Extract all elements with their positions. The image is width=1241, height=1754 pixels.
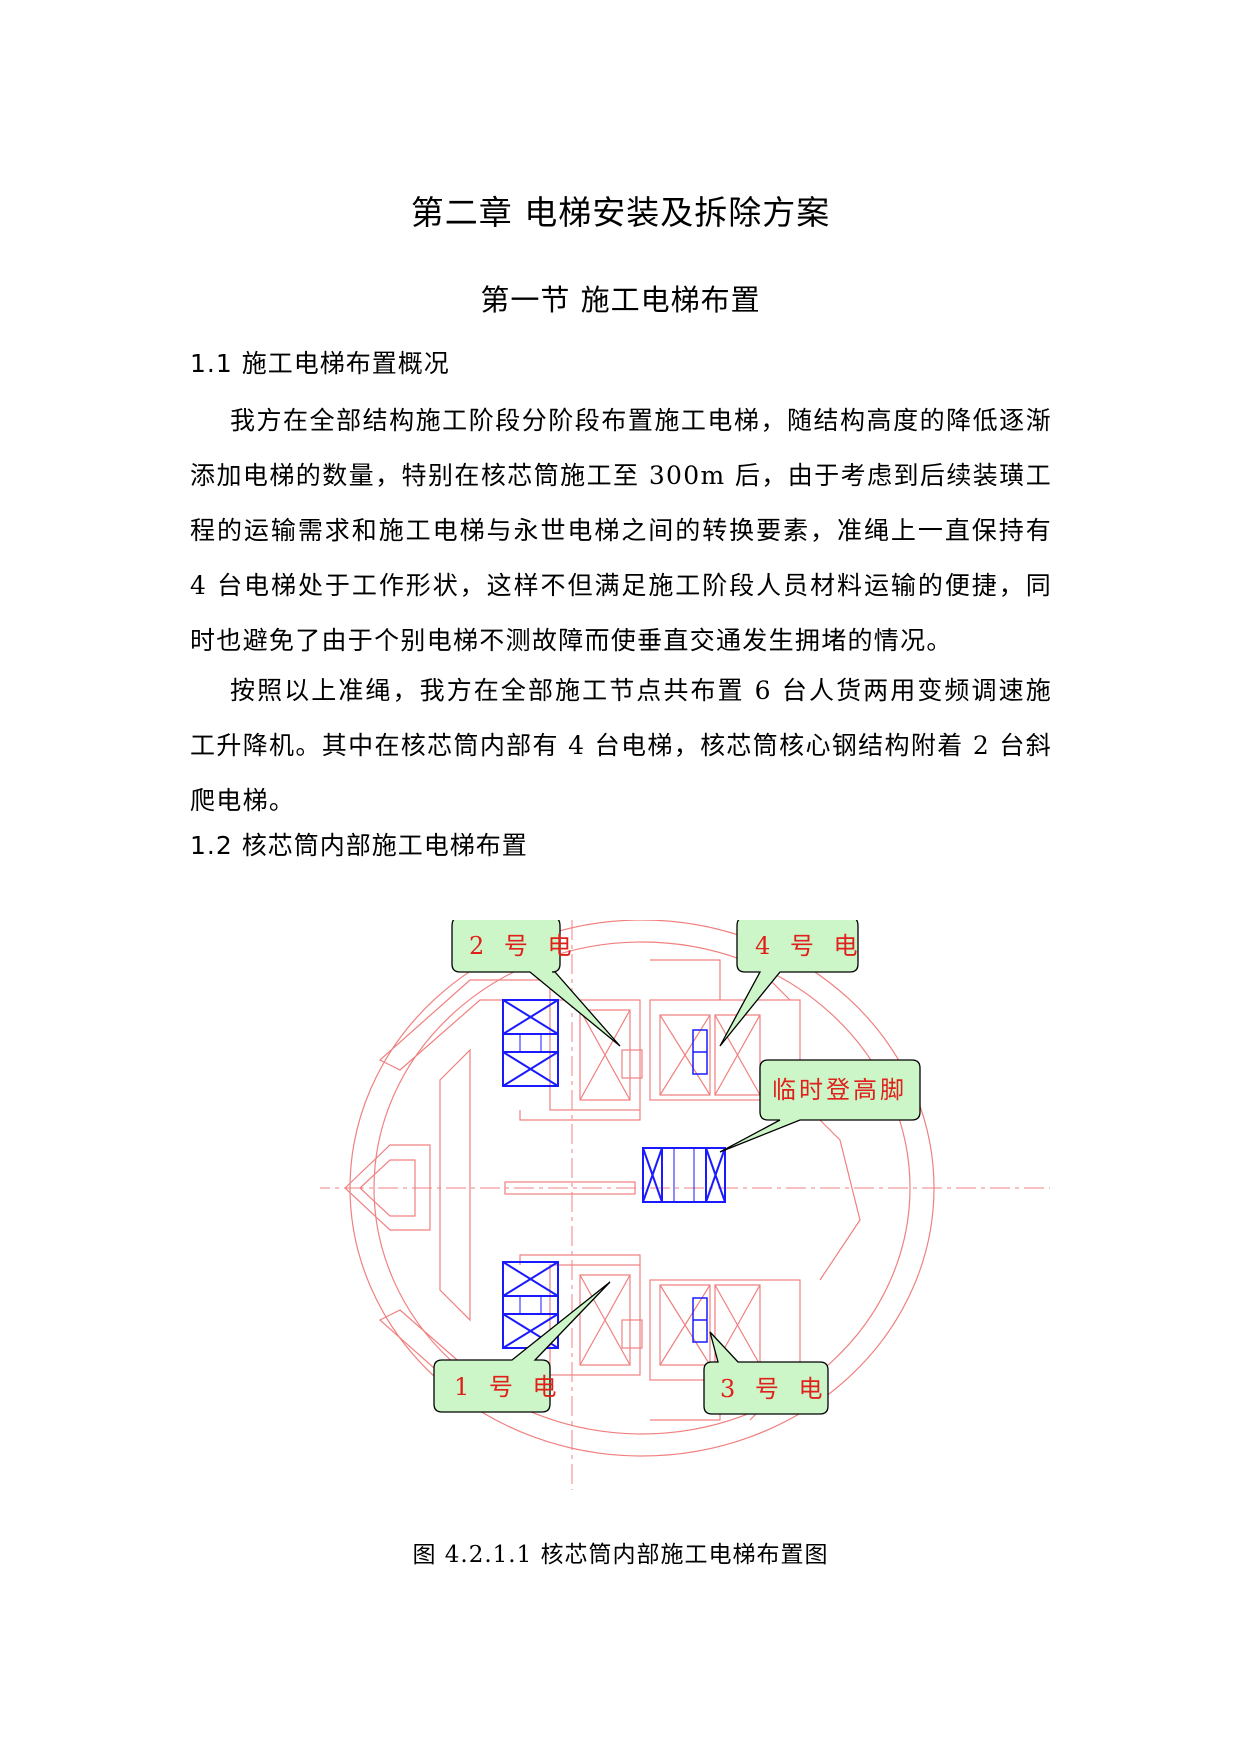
elevator-layout-diagram: 2 号 电 4 号 电 临时登高脚 1 号 电 3 号 电: [320, 920, 1050, 1490]
mast-lower: [692, 1297, 708, 1343]
callout-elevator-3: 3 号 电: [703, 1331, 829, 1415]
callout-label-elevator-2: 2 号 电: [469, 932, 578, 960]
callout-label-temp-platform: 临时登高脚: [772, 1076, 907, 1104]
temp-platform-cage: [642, 1147, 726, 1203]
center-axis-lines: [320, 920, 1050, 1490]
section-title: 第一节 施工电梯布置: [480, 283, 761, 317]
elevator-cages: [502, 999, 726, 1349]
subsection-heading-1-2: 1.2 核芯筒内部施工电梯布置: [190, 831, 528, 860]
figure-caption: 图 4.2.1.1 核芯筒内部施工电梯布置图: [412, 1542, 829, 1568]
callout-elevator-4: 4 号 电: [719, 920, 864, 1047]
callout-elevator-1: 1 号 电: [433, 1281, 611, 1413]
paragraph-1: 我方在全部结构施工阶段分阶段布置施工电梯，随结构高度的降低逐渐添加电梯的数量，特…: [190, 406, 1052, 655]
mast-upper: [692, 1029, 708, 1075]
callout-label-elevator-1: 1 号 电: [454, 1373, 563, 1401]
subsection-heading-1-1: 1.1 施工电梯布置概况: [190, 349, 450, 378]
callout-elevator-2: 2 号 电: [451, 920, 621, 1047]
paragraph-2: 按照以上准绳，我方在全部施工节点共布置 6 台人货两用变频调速施工升降机。其中在…: [190, 676, 1052, 815]
elevator-cage-upper-left: [502, 999, 559, 1087]
callout-label-elevator-3: 3 号 电: [720, 1375, 829, 1403]
callout-label-elevator-4: 4 号 电: [755, 932, 864, 960]
callout-temp-platform: 临时登高脚: [719, 1059, 921, 1153]
chapter-title: 第二章 电梯安装及拆除方案: [410, 193, 831, 232]
